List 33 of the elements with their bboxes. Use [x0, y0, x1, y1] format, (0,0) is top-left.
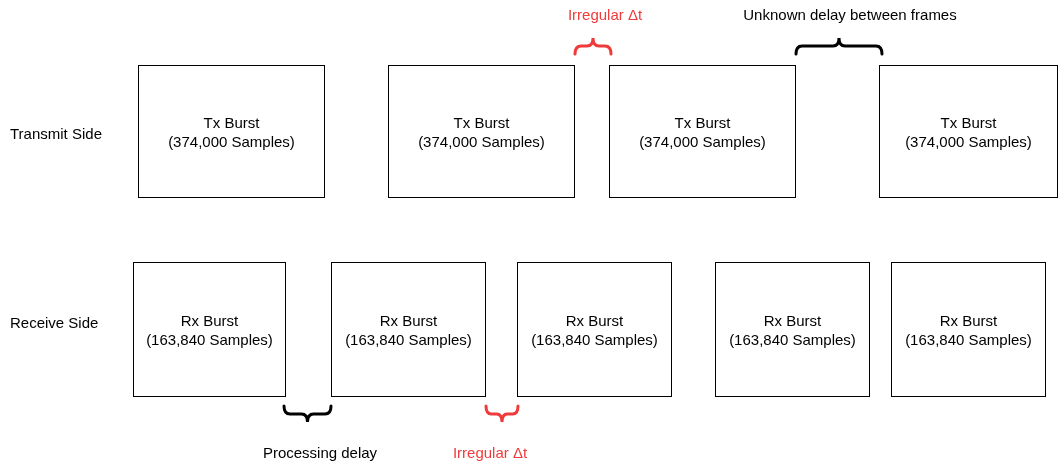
- burst-box: [715, 262, 870, 397]
- burst-title: Rx Burst: [939, 310, 998, 330]
- burst-title: Tx Burst: [674, 112, 731, 132]
- burst-box: [331, 262, 486, 397]
- burst-box: [891, 262, 1046, 397]
- burst-title: Tx Burst: [203, 112, 260, 132]
- sample-count: (163,840 Samples): [905, 329, 1032, 349]
- sample-count: (374,000 Samples): [905, 131, 1032, 151]
- annotation-label: Processing delay: [261, 443, 379, 463]
- burst-box: [517, 262, 672, 397]
- burst-box: [138, 65, 325, 198]
- annotation-label: Irregular Δt: [451, 443, 529, 463]
- burst-box: [133, 262, 286, 397]
- sample-count: (163,840 Samples): [345, 329, 472, 349]
- burst-title: Tx Burst: [453, 112, 510, 132]
- burst-title: Tx Burst: [940, 112, 997, 132]
- burst-title: Rx Burst: [180, 310, 239, 330]
- annotation-label: Irregular Δt: [566, 5, 644, 25]
- burst-box: [609, 65, 796, 198]
- sample-count: (374,000 Samples): [639, 131, 766, 151]
- sample-count: (163,840 Samples): [531, 329, 658, 349]
- burst-title: Rx Burst: [379, 310, 438, 330]
- sample-count: (374,000 Samples): [418, 131, 545, 151]
- row-label: Receive Side: [10, 313, 100, 333]
- burst-title: Rx Burst: [565, 310, 624, 330]
- row-label: Transmit Side: [10, 124, 103, 144]
- burst-box: [388, 65, 575, 198]
- sample-count: (374,000 Samples): [168, 131, 295, 151]
- sample-count: (163,840 Samples): [146, 329, 273, 349]
- burst-box: [879, 65, 1058, 198]
- annotation-label: Unknown delay between frames: [742, 5, 958, 25]
- sample-count: (163,840 Samples): [729, 329, 856, 349]
- burst-title: Rx Burst: [763, 310, 822, 330]
